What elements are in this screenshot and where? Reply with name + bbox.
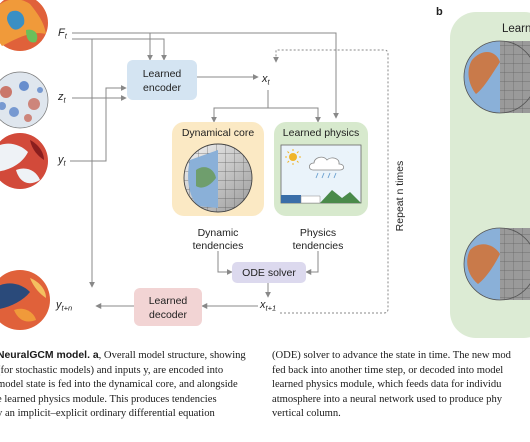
data-label: yt (57, 154, 67, 168)
panel-b-title: Learn (502, 23, 530, 35)
decoder-label-line2: decoder (149, 309, 187, 321)
arrow-forcing-to-physics (72, 38, 167, 61)
caption-right-line-2: fed back into another time step, or deco… (272, 364, 504, 376)
physics-tendencies-line1: Physics (300, 227, 336, 239)
column-illustration (280, 144, 362, 204)
arrow-state-to-dynamical-core (211, 90, 269, 123)
decoder-label-line1: Learned (149, 295, 188, 307)
dynamical-core-label: Dynamical core (182, 127, 255, 139)
arrow-forcing-to-encoder (72, 32, 153, 61)
panel-b-globe-bottom (463, 227, 530, 301)
encoder-label-line2: encoder (143, 82, 181, 94)
ground-strip (281, 195, 301, 203)
decoder-box: Learned decoder (134, 288, 202, 326)
arrow-dynamic-to-ode (217, 251, 233, 275)
caption-left-line-3: model state is fed into the dynamical co… (0, 379, 238, 391)
dynamic-tendencies-line2: tendencies (193, 240, 244, 252)
output-globe (0, 270, 50, 330)
state-label: xt (261, 73, 271, 87)
output-label: yt+n (55, 299, 72, 313)
forcing-globe (0, 0, 48, 51)
caption-right-line-3: learned physics module, which feeds data… (272, 379, 502, 391)
data-globe (0, 133, 48, 189)
caption-right-line-5: vertical column. (272, 408, 341, 420)
caption-right-line-1: (ODE) solver to advance the state in tim… (272, 350, 511, 361)
arrow-physics-to-ode (305, 251, 319, 275)
arrow-data-to-encoder (70, 85, 127, 162)
repeat-loop (273, 49, 389, 314)
connectors (70, 32, 389, 314)
mountain-icon (320, 190, 361, 203)
caption-left-line-2: (for stochastic models) and inputs y, ar… (0, 364, 224, 376)
noise-label: zt (57, 91, 67, 105)
panel-b-letter: b (436, 6, 443, 18)
repeat-label: Repeat n times (394, 161, 406, 232)
encoder-box: Learned encoder (127, 60, 197, 100)
learned-physics-box: Learned physics (274, 122, 368, 216)
noise-globe (0, 71, 49, 129)
next-state-label: xt+1 (259, 299, 276, 313)
caption-left-line-1: , Overall model structure, showing (98, 350, 246, 361)
panel-b-globe-top (463, 40, 530, 114)
arrow-state-to-physics (267, 90, 321, 123)
physics-tendencies-line2: tendencies (293, 240, 344, 252)
caption-left-line-4: e learned physics module. This produces … (0, 393, 217, 405)
sun-icon (285, 149, 301, 165)
dynamical-core-box: Dynamical core (172, 122, 264, 216)
dynamic-tendencies-line1: Dynamic (198, 227, 239, 239)
learned-physics-label: Learned physics (283, 127, 359, 139)
encoder-label-line1: Learned (143, 68, 182, 80)
caption-right: (ODE) solver to advance the state in tim… (272, 349, 530, 422)
caption-bold: NeuralGCM model. a (0, 350, 99, 361)
cloud-icon (308, 156, 345, 179)
caption-left-line-5: y an implicit–explicit ordinary differen… (0, 408, 215, 420)
ode-solver-label: ODE solver (242, 267, 296, 279)
arrow-forcing-to-physics-top (72, 32, 339, 119)
caption-left: NeuralGCM model. a, Overall model struct… (0, 349, 257, 422)
arrow-forcing-to-decoder (72, 38, 95, 288)
forcing-label: Ft (58, 27, 68, 41)
caption-right-line-4: atmosphere into a neural network used to… (272, 393, 503, 405)
dynamical-core-globe (183, 143, 253, 213)
ode-solver-box: ODE solver (232, 262, 306, 283)
